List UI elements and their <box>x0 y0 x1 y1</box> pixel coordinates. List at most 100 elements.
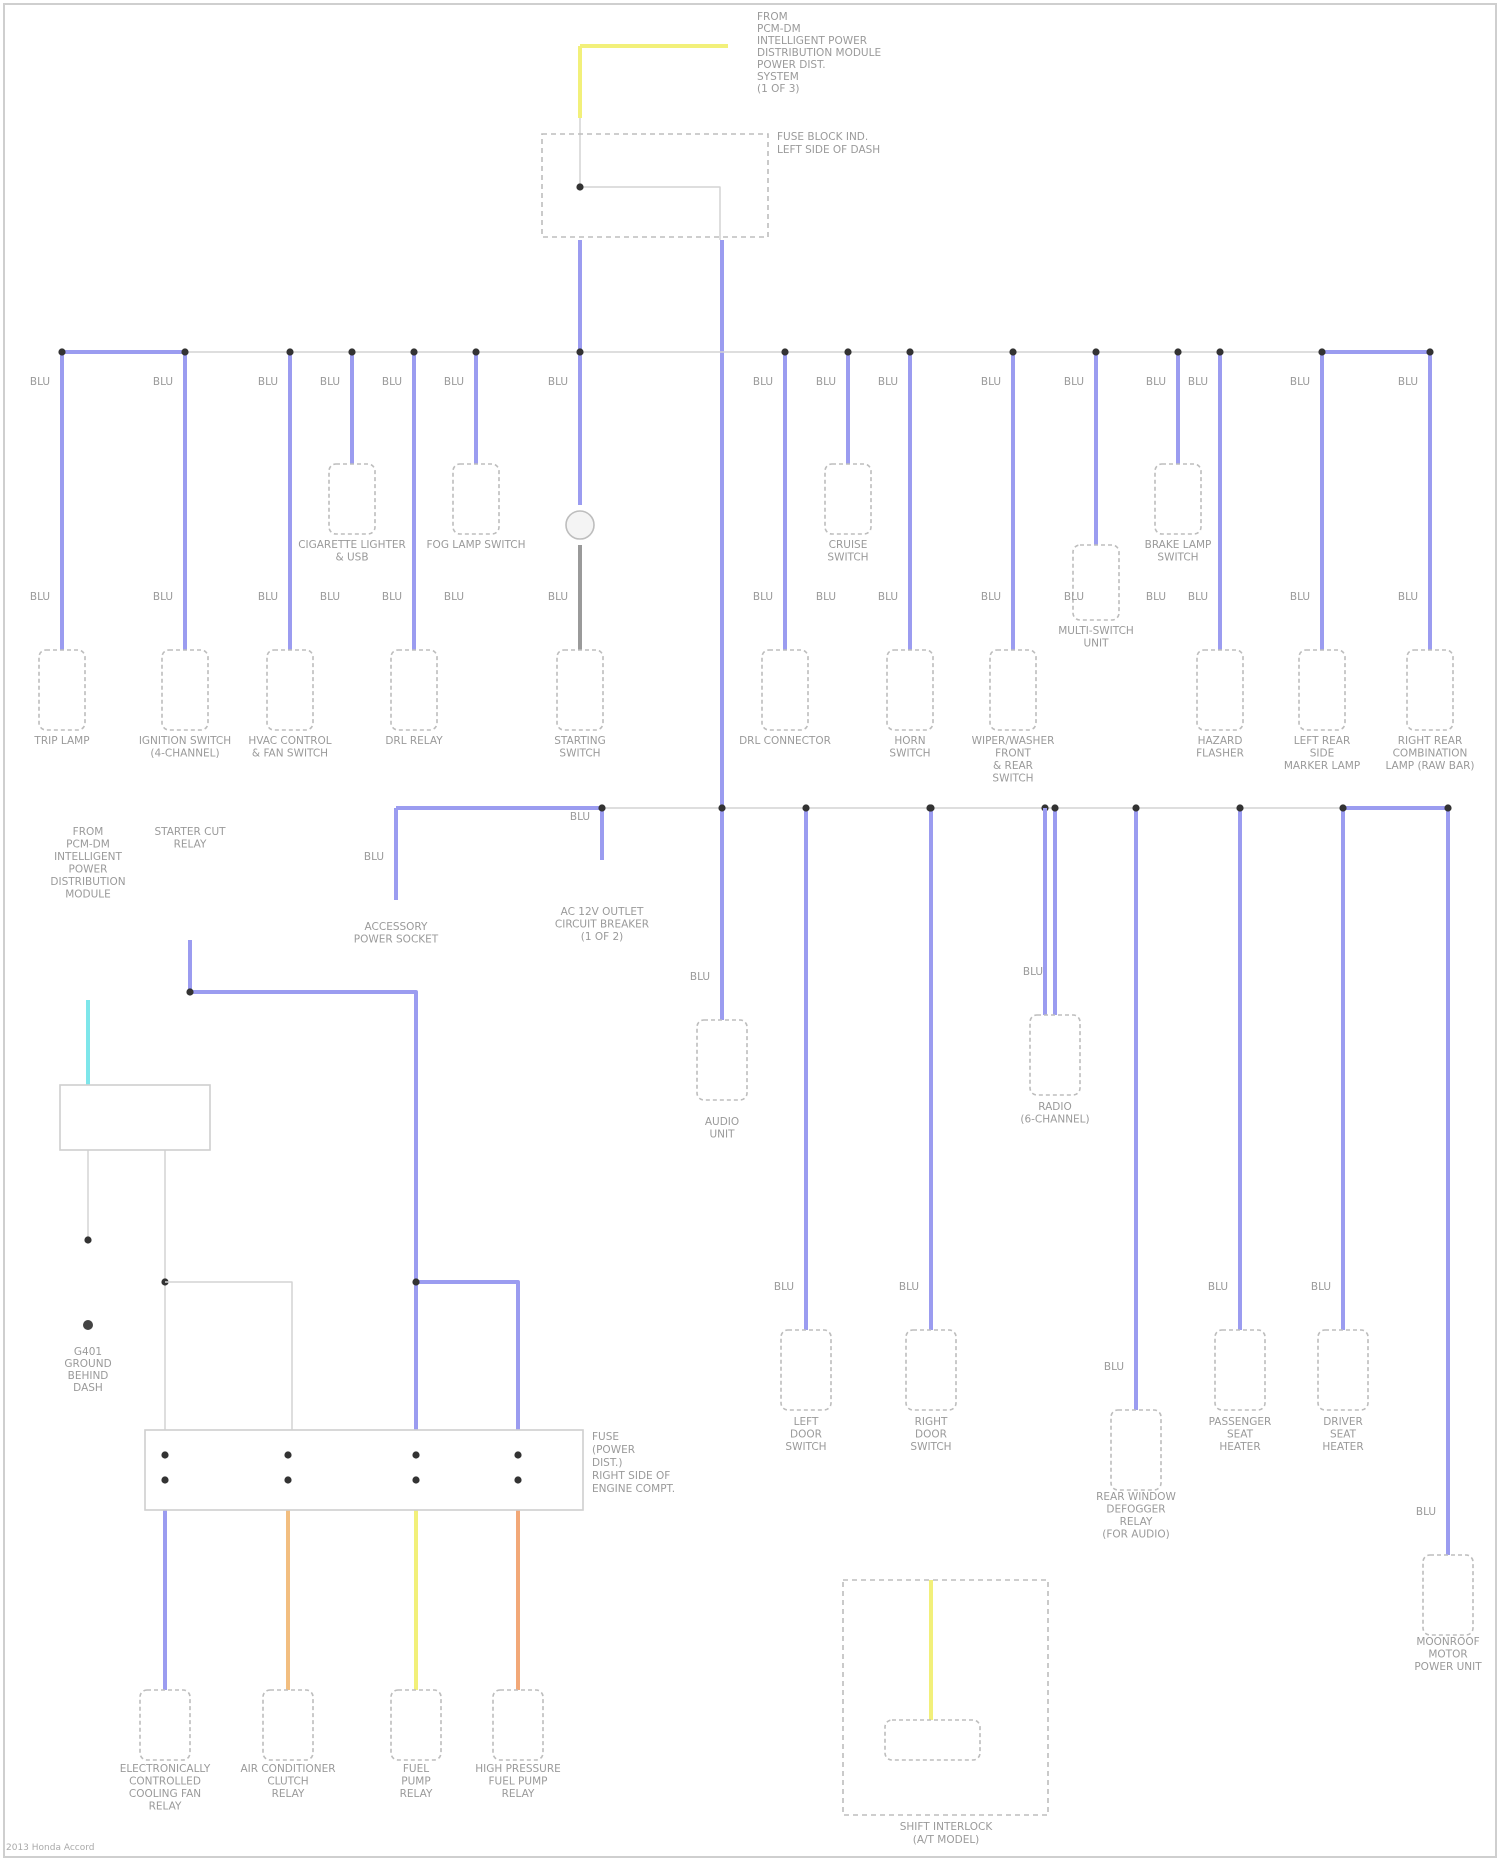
splice-dot <box>84 1236 91 1243</box>
wire-color-label: BLU <box>320 591 340 603</box>
wire-color-label: BLU <box>1416 1506 1436 1518</box>
wire-color-label: BLU <box>1398 591 1418 603</box>
bottom-component <box>391 1690 441 1760</box>
splice-dot <box>926 804 933 811</box>
bottom-component <box>140 1690 190 1760</box>
wire-color-label: BLU <box>30 376 50 388</box>
splice-dot <box>412 1476 419 1483</box>
splice-dot <box>802 804 809 811</box>
row1-component <box>557 650 603 730</box>
row2-component <box>1215 1330 1265 1410</box>
splice-dot <box>284 1476 291 1483</box>
wire-color-label: BLU <box>320 376 340 388</box>
splice-dot <box>1174 348 1181 355</box>
wire-color-label: BLU <box>444 376 464 388</box>
row2-component <box>1111 1410 1161 1490</box>
fuse-block-main-label: FUSE BLOCK IND.LEFT SIDE OF DASH <box>777 131 880 156</box>
row1-component <box>1407 650 1453 730</box>
wire-color-label: BLU <box>1208 1281 1228 1293</box>
bottom-component <box>493 1690 543 1760</box>
row1-component <box>162 650 208 730</box>
wire-color-label: BLU <box>444 591 464 603</box>
wire-color-label: BLU <box>816 591 836 603</box>
splice-dot <box>1318 348 1325 355</box>
row1-component <box>887 650 933 730</box>
wire-color-label: BLU <box>153 376 173 388</box>
wire-color-label: BLU <box>899 1281 919 1293</box>
wire-color-label: BLU <box>570 811 590 823</box>
row1-component <box>453 464 499 534</box>
wire-color-label: BLU <box>548 376 568 388</box>
splice-dot <box>58 348 65 355</box>
wire-color-label: BLU <box>690 971 710 983</box>
wire-color-label: BLU <box>1398 376 1418 388</box>
ground-symbol <box>83 1320 93 1330</box>
wire-color-label: BLU <box>1188 591 1208 603</box>
splice-dot <box>781 348 788 355</box>
wire-color-label: BLU <box>981 376 1001 388</box>
wire-color-label: BLU <box>30 591 50 603</box>
splice-dot <box>410 348 417 355</box>
splice-dot <box>284 1451 291 1458</box>
row2-component <box>1423 1555 1473 1635</box>
wire-color-label: BLU <box>981 591 1001 603</box>
bottom-component <box>263 1690 313 1760</box>
splice-dot <box>348 348 355 355</box>
wire-color-label: BLU <box>548 591 568 603</box>
splice-dot <box>718 804 725 811</box>
wire-color-label: BLU <box>1311 1281 1331 1293</box>
wire-color-label: BLU <box>1064 591 1084 603</box>
wire-color-label: BLU <box>1064 376 1084 388</box>
row2-component <box>906 1330 956 1410</box>
wire-color-label: BLU <box>1290 591 1310 603</box>
wire-color-label: BLU <box>774 1281 794 1293</box>
row1-component <box>267 650 313 730</box>
footer-text: 2013 Honda Accord <box>6 1843 95 1853</box>
row1-component <box>39 650 85 730</box>
shift-solenoid <box>885 1720 980 1760</box>
row2-component <box>781 1330 831 1410</box>
row1-component <box>825 464 871 534</box>
splice-dot <box>1426 348 1433 355</box>
row1-component <box>391 650 437 730</box>
row1-label: IGNITION SWITCH(4-CHANNEL) <box>139 735 231 760</box>
splice-dot <box>412 1451 419 1458</box>
row1-component <box>762 650 808 730</box>
row2-component <box>1318 1330 1368 1410</box>
splice-dot <box>598 804 605 811</box>
row1-label: TRIP LAMP <box>33 735 89 747</box>
row1-component <box>329 464 375 534</box>
wire-color-label: BLU <box>382 591 402 603</box>
wire-color-label: BLU <box>878 591 898 603</box>
wire-color-label: BLU <box>153 591 173 603</box>
splice-dot <box>1051 804 1058 811</box>
splice-dot <box>1236 804 1243 811</box>
row1-label: FOG LAMP SWITCH <box>427 539 526 551</box>
wire-color-label: BLU <box>258 591 278 603</box>
splice-dot <box>181 348 188 355</box>
wire-color-label: BLU <box>753 591 773 603</box>
splice-dot <box>1339 804 1346 811</box>
splice-dot <box>1216 348 1223 355</box>
wire-color-label: BLU <box>1290 376 1310 388</box>
wire-color-label: BLU <box>1146 376 1166 388</box>
splice-dot <box>576 183 583 190</box>
splice-dot <box>906 348 913 355</box>
row1-label: DRL RELAY <box>385 735 443 747</box>
splice-dot <box>1444 804 1451 811</box>
wire-color-label: BLU <box>753 376 773 388</box>
splice-dot <box>186 988 193 995</box>
row2-component <box>1030 1015 1080 1095</box>
splice-dot <box>1092 348 1099 355</box>
wire-color-label: BLU <box>382 376 402 388</box>
row1-label: HVAC CONTROL& FAN SWITCH <box>248 735 331 760</box>
